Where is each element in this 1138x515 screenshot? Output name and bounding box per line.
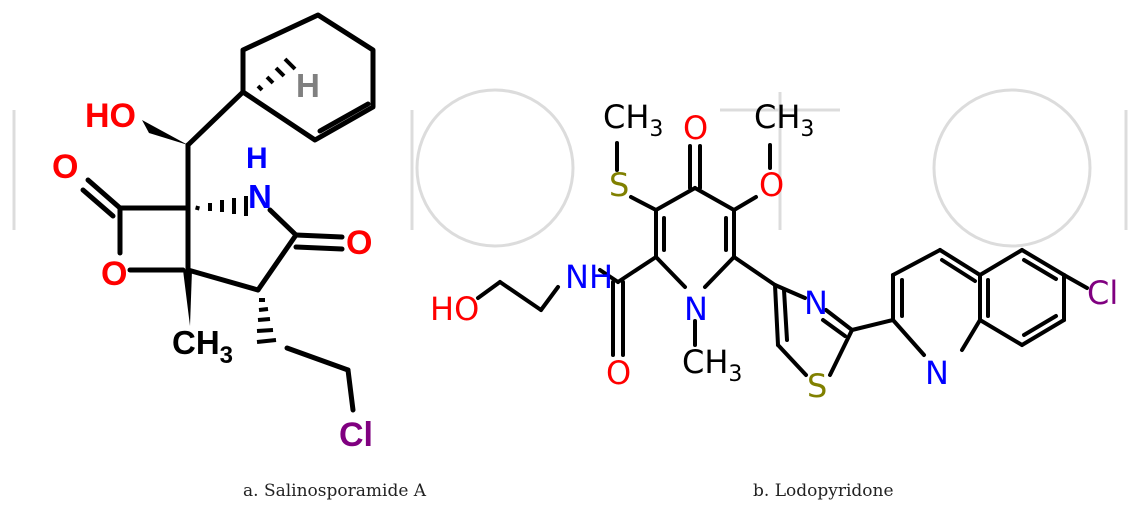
caption-salinosporamide: a. Salinosporamide A [243,481,427,501]
label-o-methoxy: O [759,166,784,204]
label-o-lactam: O [346,224,372,262]
label-o-amide: O [606,354,631,392]
label-o-lactone-carbonyl: O [52,148,78,186]
watermark-logo [12,88,1128,248]
label-nh-amide: NH [565,258,613,296]
label-cl-b: Cl [1087,274,1118,312]
label-ch3-s: CH3 [603,98,663,142]
molecule-a-bonds [80,12,376,413]
wedge-bond-methyl [183,270,192,326]
molecule-b-bonds [476,141,1089,377]
label-n-quinoline: N [925,354,949,392]
label-o-keto: O [683,109,708,147]
label-ho-a: HO [85,97,136,135]
label-s-thioether: S [609,166,629,204]
label-ho-b: HO [430,290,479,328]
label-n-thiazole: N [804,284,828,322]
label-h-nh: H [246,142,268,175]
molecule-b-lodopyridone: CH3 CH3 O S O NH HO N O CH3 N S N Cl [430,98,1118,405]
label-o-lactone-ring: O [101,255,127,293]
hash-bond-h [247,57,297,100]
label-n-lactam: N [248,178,272,215]
molecule-a-salinosporamide: HO H H N O O O CH3 Cl [52,12,376,454]
label-s-thiazole: S [807,367,827,405]
label-n-pyridone: N [684,290,708,328]
label-ch3-o: CH3 [754,98,814,142]
wedge-bond-ho [142,120,188,145]
label-cl-a: Cl [339,416,373,454]
hash-bond-sidechain [256,298,277,344]
label-ch3-n: CH3 [682,343,742,387]
hash-bond-n [195,196,248,216]
label-ch3-a: CH3 [172,324,233,369]
label-h-stereo: H [296,67,320,104]
caption-lodopyridone: b. Lodopyridone [753,481,894,501]
